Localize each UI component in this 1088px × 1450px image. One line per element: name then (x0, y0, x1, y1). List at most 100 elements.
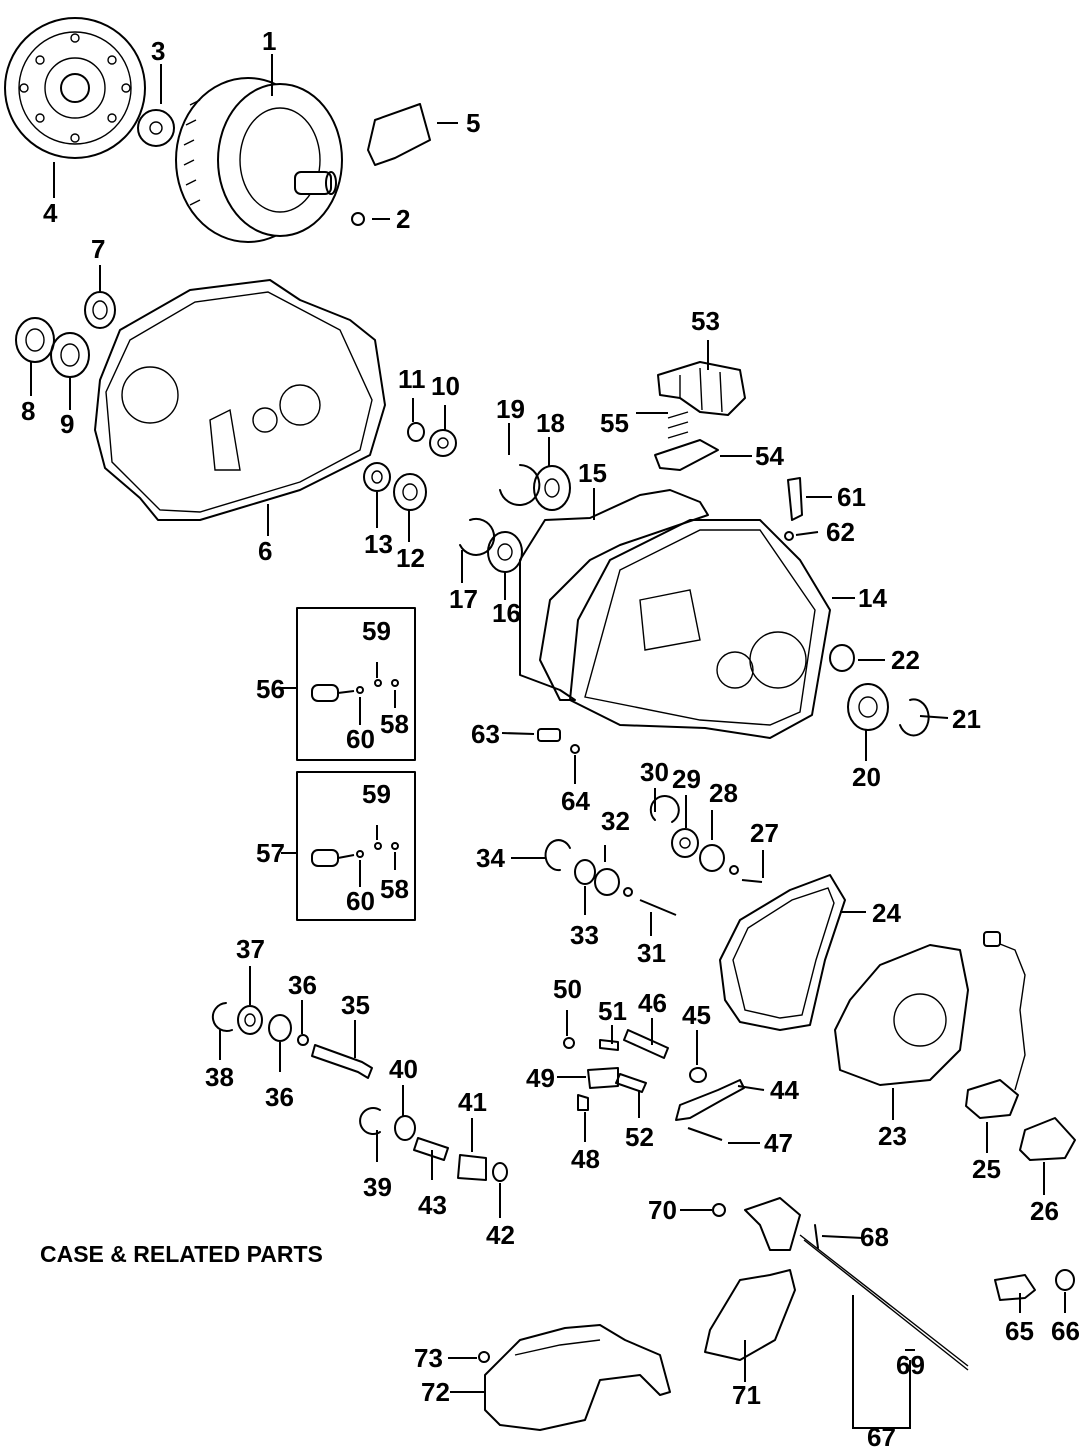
callout-56: 56 (256, 674, 285, 704)
callout-66: 66 (1051, 1316, 1080, 1346)
callout-64: 64 (561, 786, 590, 816)
flexplate-part (4, 17, 146, 159)
middle-small-parts (544, 795, 763, 916)
callout-3: 3 (151, 36, 165, 66)
callout-37: 37 (236, 934, 265, 964)
callout-54: 54 (755, 441, 784, 471)
callout-59-top: 59 (362, 616, 391, 646)
callout-16: 16 (492, 598, 521, 628)
callout-13: 13 (364, 529, 393, 559)
callout-4: 4 (43, 198, 58, 228)
callout-19: 19 (496, 394, 525, 424)
callout-42: 42 (486, 1220, 515, 1250)
callout-34: 34 (476, 843, 505, 873)
cover-72-73-parts (478, 1324, 671, 1431)
callout-21: 21 (952, 704, 981, 734)
callout-59-bottom: 59 (362, 779, 391, 809)
side-cover-23-24-parts (719, 874, 1076, 1161)
callout-50: 50 (553, 974, 582, 1004)
callout-8: 8 (21, 396, 35, 426)
callout-30: 30 (640, 757, 669, 787)
callout-67: 67 (867, 1422, 896, 1450)
transmission-case-part (94, 279, 386, 521)
leader-lines (30, 54, 1066, 1429)
callout-14: 14 (858, 583, 887, 613)
callout-63: 63 (471, 719, 500, 749)
callout-24: 24 (872, 898, 901, 928)
shift-parts (563, 1029, 745, 1141)
oring-part (351, 212, 365, 226)
callout-9: 9 (60, 409, 74, 439)
callout-72: 72 (421, 1377, 450, 1407)
callout-38: 38 (205, 1062, 234, 1092)
detail-box-57 (296, 771, 416, 921)
diagram-title: CASE & RELATED PARTS (40, 1241, 323, 1267)
callout-18: 18 (536, 408, 565, 438)
callout-36-top: 36 (288, 970, 317, 1000)
callout-58-top: 58 (380, 709, 409, 739)
callout-55: 55 (600, 408, 629, 438)
valve-parts (654, 361, 746, 471)
callout-17: 17 (449, 584, 478, 614)
callouts: 1 2 3 4 5 6 7 8 9 10 11 12 13 14 15 16 1… (21, 26, 1080, 1450)
callout-52: 52 (625, 1122, 654, 1152)
callout-23: 23 (878, 1121, 907, 1151)
snap-ring-bearing-parts (459, 464, 571, 573)
callout-6: 6 (258, 536, 272, 566)
bolt-63-64-parts (537, 728, 580, 754)
callout-20: 20 (852, 762, 881, 792)
callout-60-top: 60 (346, 724, 375, 754)
detail-box-56 (296, 607, 416, 761)
callout-51: 51 (598, 996, 627, 1026)
callout-32: 32 (601, 806, 630, 836)
callout-62: 62 (826, 517, 855, 547)
callout-69: 69 (896, 1350, 925, 1380)
bracket-part (367, 103, 431, 166)
callout-27: 27 (750, 818, 779, 848)
callout-26: 26 (1030, 1196, 1059, 1226)
callout-29: 29 (672, 764, 701, 794)
callout-46: 46 (638, 988, 667, 1018)
callout-73: 73 (414, 1343, 443, 1373)
callout-40: 40 (389, 1054, 418, 1084)
shift-shaft-parts (704, 1197, 1075, 1371)
callout-15: 15 (578, 458, 607, 488)
callout-39: 39 (363, 1172, 392, 1202)
callout-22: 22 (891, 645, 920, 675)
callout-61: 61 (837, 482, 866, 512)
callout-43: 43 (418, 1190, 447, 1220)
callout-25: 25 (972, 1154, 1001, 1184)
callout-7: 7 (91, 234, 105, 264)
callout-44: 44 (770, 1075, 799, 1105)
callout-71: 71 (732, 1380, 761, 1410)
sensor-61-62-parts (784, 477, 803, 541)
callout-28: 28 (709, 778, 738, 808)
torque-converter-part (175, 77, 343, 243)
bearing-20-22-parts (829, 644, 930, 737)
callout-53: 53 (691, 306, 720, 336)
callout-68: 68 (860, 1222, 889, 1252)
callout-11: 11 (398, 364, 426, 394)
callout-58-bottom: 58 (380, 874, 409, 904)
callout-48: 48 (571, 1144, 600, 1174)
callout-31: 31 (637, 938, 666, 968)
callout-57: 57 (256, 838, 285, 868)
callout-45: 45 (682, 1000, 711, 1030)
lower-left-parts (211, 1002, 508, 1182)
callout-1: 1 (262, 26, 276, 56)
callout-60-bottom: 60 (346, 886, 375, 916)
gasket-case-14-parts (519, 489, 831, 739)
callout-10: 10 (431, 371, 460, 401)
callout-2: 2 (396, 204, 410, 234)
callout-65: 65 (1005, 1316, 1034, 1346)
callout-33: 33 (570, 920, 599, 950)
callout-47: 47 (764, 1128, 793, 1158)
callout-35: 35 (341, 990, 370, 1020)
callout-41: 41 (458, 1087, 487, 1117)
drive-plate-part (137, 109, 175, 147)
callout-36-bottom: 36 (265, 1082, 294, 1112)
callout-70: 70 (648, 1195, 677, 1225)
callout-49: 49 (526, 1063, 555, 1093)
solenoid-parts (311, 679, 399, 867)
